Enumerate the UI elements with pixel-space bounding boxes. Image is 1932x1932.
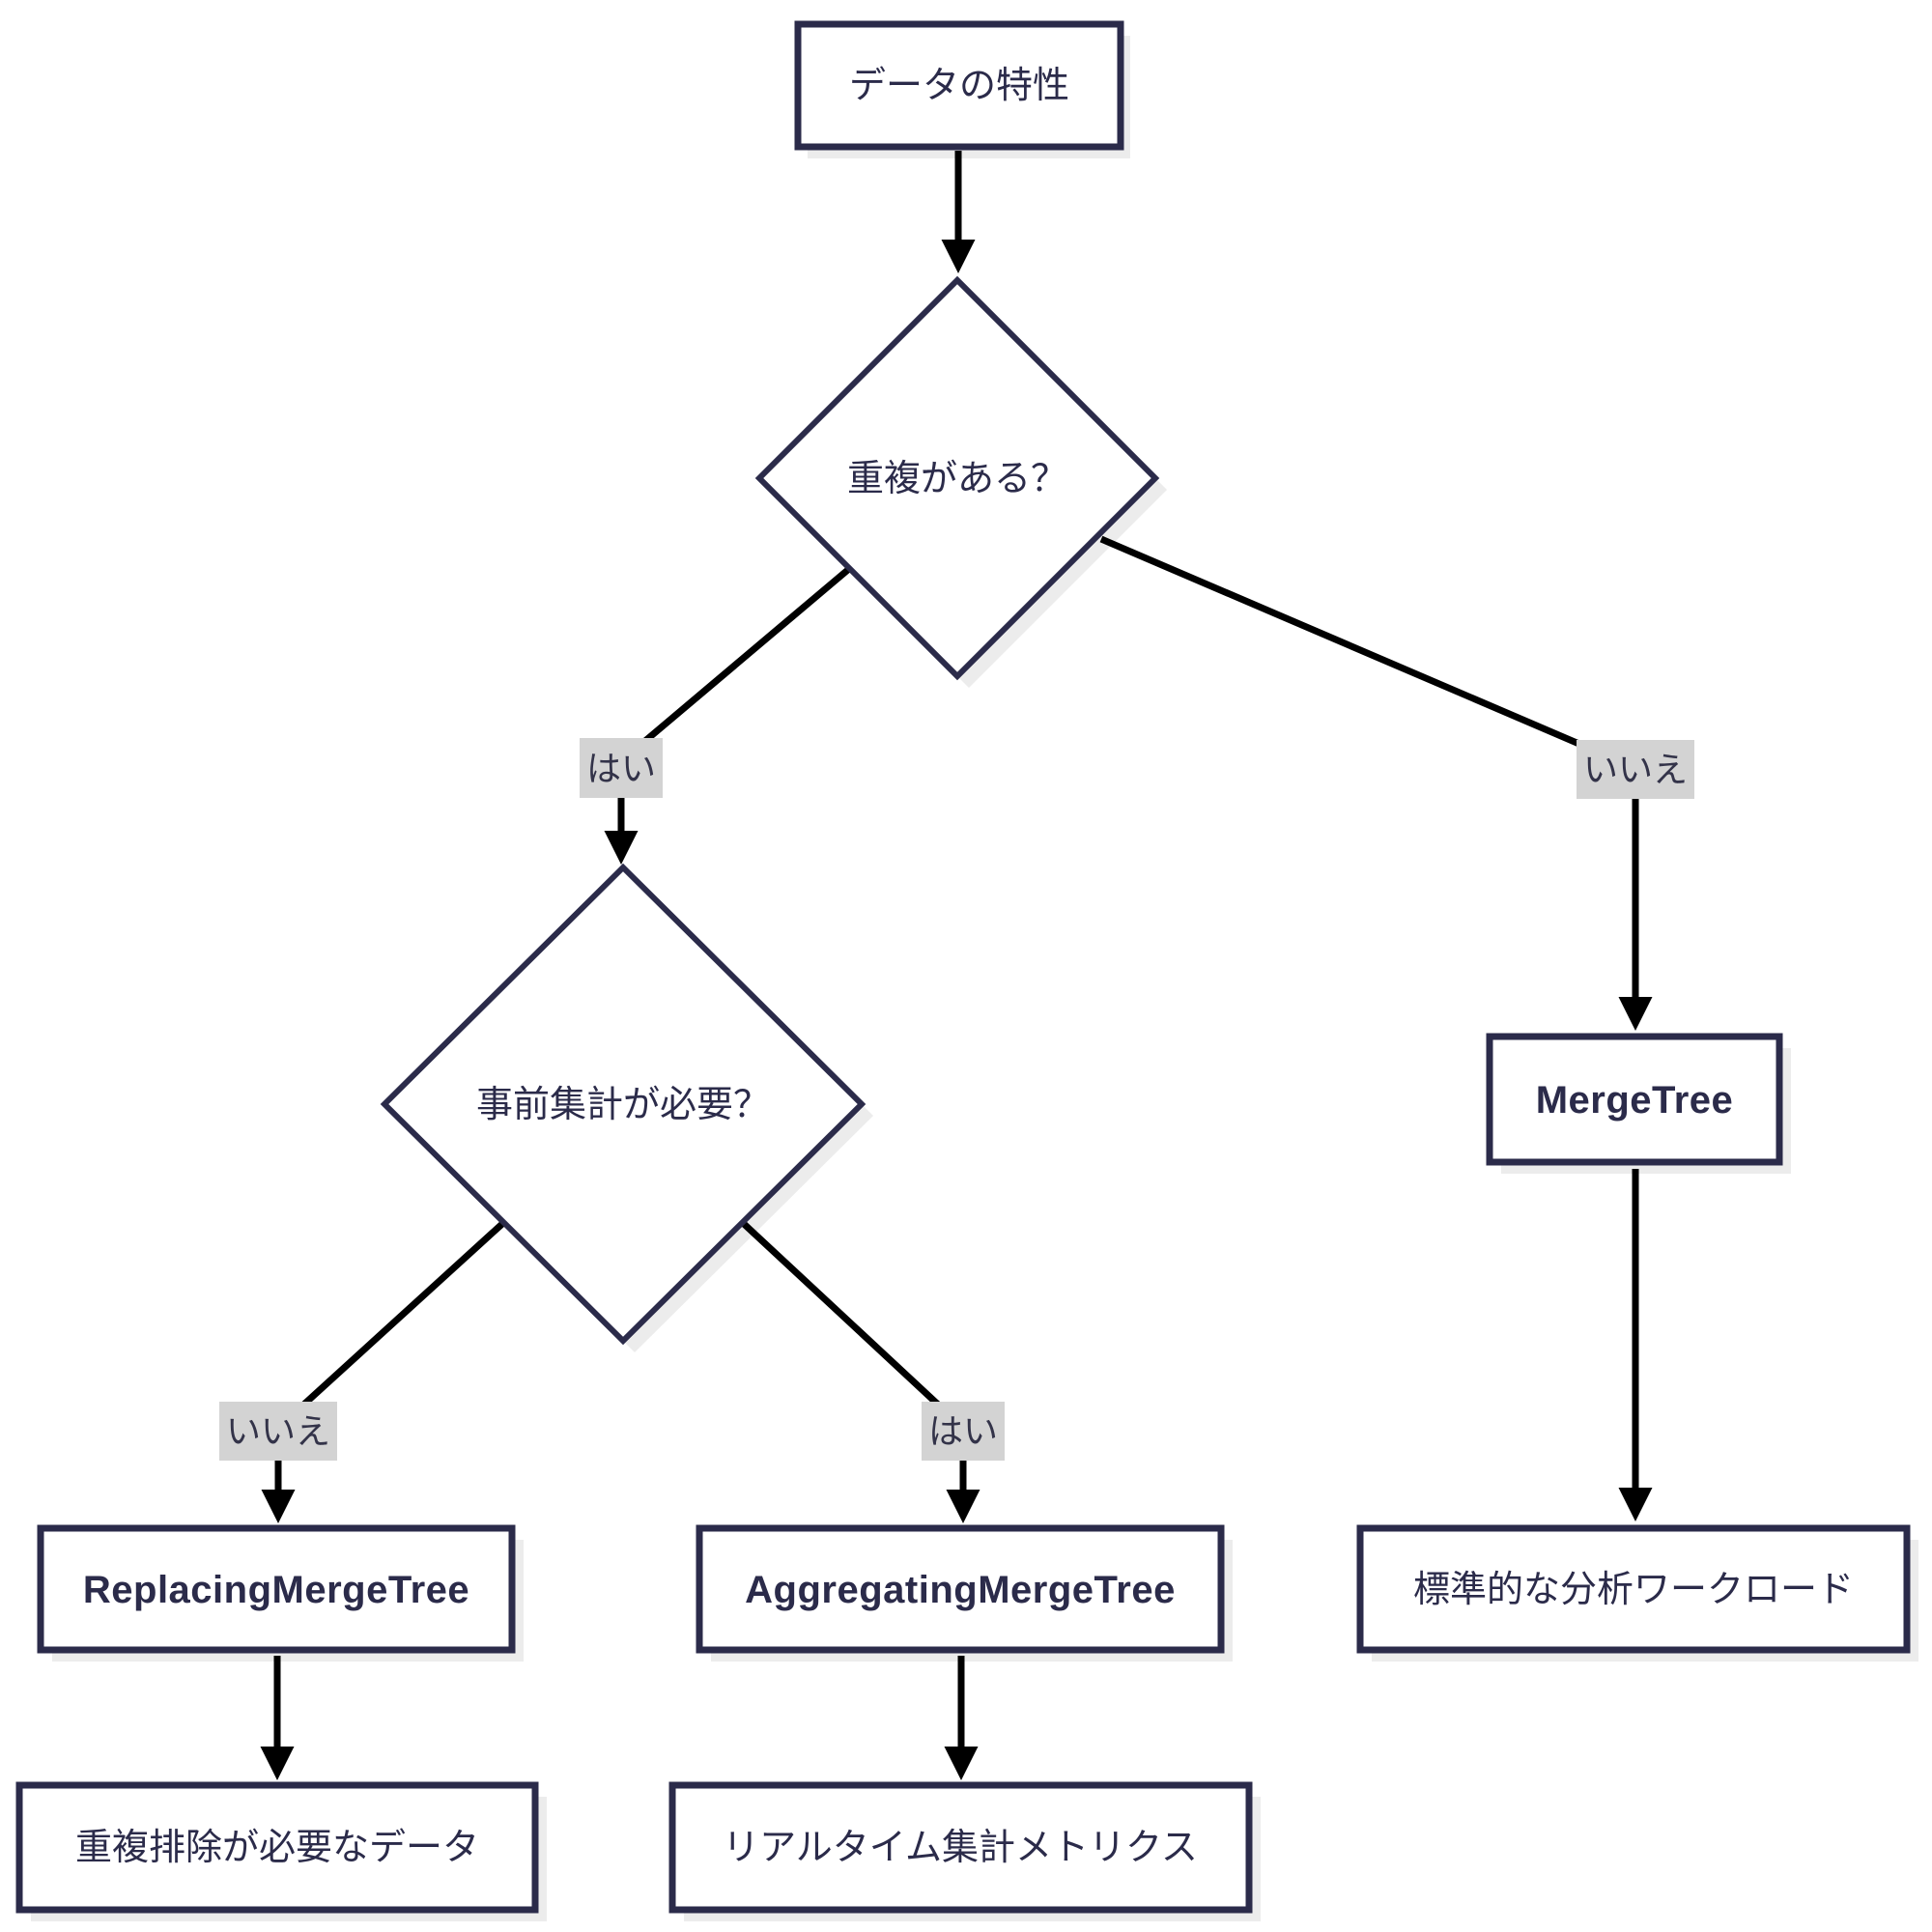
node-root: データの特性	[794, 20, 1124, 151]
node-question-duplicates: 重複がある？	[754, 275, 1160, 681]
edge-label-bg	[219, 1402, 337, 1461]
node-question-preagg: 事前集計が必要？	[380, 863, 867, 1346]
node-replacingmergetree-label: ReplacingMergeTree	[83, 1569, 469, 1611]
node-aggregatingmergetree-box	[696, 1524, 1225, 1654]
node-aggregatingmergetree: AggregatingMergeTree	[696, 1524, 1225, 1654]
node-root-label: データの特性	[849, 66, 1069, 106]
edge-label-text: はい	[586, 749, 656, 788]
edge-label-text: はい	[928, 1411, 998, 1451]
node-realtime-metrics-box	[668, 1781, 1253, 1914]
node-realtime-metrics-label: リアルタイム集計メトリクス	[723, 1828, 1198, 1868]
edge-preagg-to-replacing	[261, 1220, 506, 1523]
edge-label-bg	[580, 738, 663, 798]
edge-label-bg	[922, 1402, 1005, 1461]
node-question-duplicates-diamond	[754, 275, 1160, 681]
edge-duplicates-to-preagg	[604, 565, 853, 865]
node-dedup-data-label: 重複排除が必要なデータ	[75, 1828, 479, 1868]
nodes: データの特性 重複がある？ 事前集計が必要？ MergeTree Replaci…	[15, 20, 1911, 1914]
node-standard-workload: 標準的な分析ワークロード	[1356, 1524, 1911, 1654]
node-realtime-metrics: リアルタイム集計メトリクス	[668, 1781, 1253, 1914]
node-standard-workload-box	[1356, 1524, 1911, 1654]
node-replacingmergetree: ReplacingMergeTree	[37, 1524, 516, 1654]
node-aggregatingmergetree-label: AggregatingMergeTree	[745, 1569, 1176, 1611]
edge-label-text: いいえ	[1583, 750, 1688, 789]
node-dedup-data: 重複排除が必要なデータ	[15, 1781, 539, 1914]
edge-preagg-to-aggregating	[740, 1220, 980, 1523]
node-replacingmergetree-box	[37, 1524, 516, 1654]
edge-label-duplicates-yes: はい	[580, 738, 663, 798]
node-mergetree-label: MergeTree	[1536, 1079, 1734, 1122]
node-mergetree-box	[1486, 1033, 1783, 1166]
node-root-box	[794, 20, 1124, 151]
edge-duplicates-to-mergetree	[1099, 535, 1653, 1031]
edge-label-duplicates-no: いいえ	[1577, 740, 1694, 799]
node-mergetree: MergeTree	[1486, 1033, 1783, 1166]
edge-labels: はい いいえ いいえ はい	[219, 738, 1694, 1461]
node-standard-workload-label: 標準的な分析ワークロード	[1413, 1570, 1854, 1610]
node-question-preagg-diamond	[380, 863, 867, 1346]
edge-label-bg	[1577, 740, 1694, 799]
edge-label-text: いいえ	[226, 1411, 330, 1451]
edge-label-preagg-yes: はい	[922, 1402, 1005, 1461]
node-dedup-data-box	[15, 1781, 539, 1914]
edge-label-preagg-no: いいえ	[219, 1402, 337, 1461]
node-question-duplicates-label: 重複がある？	[847, 459, 1067, 499]
node-question-preagg-label: 事前集計が必要？	[476, 1085, 770, 1125]
